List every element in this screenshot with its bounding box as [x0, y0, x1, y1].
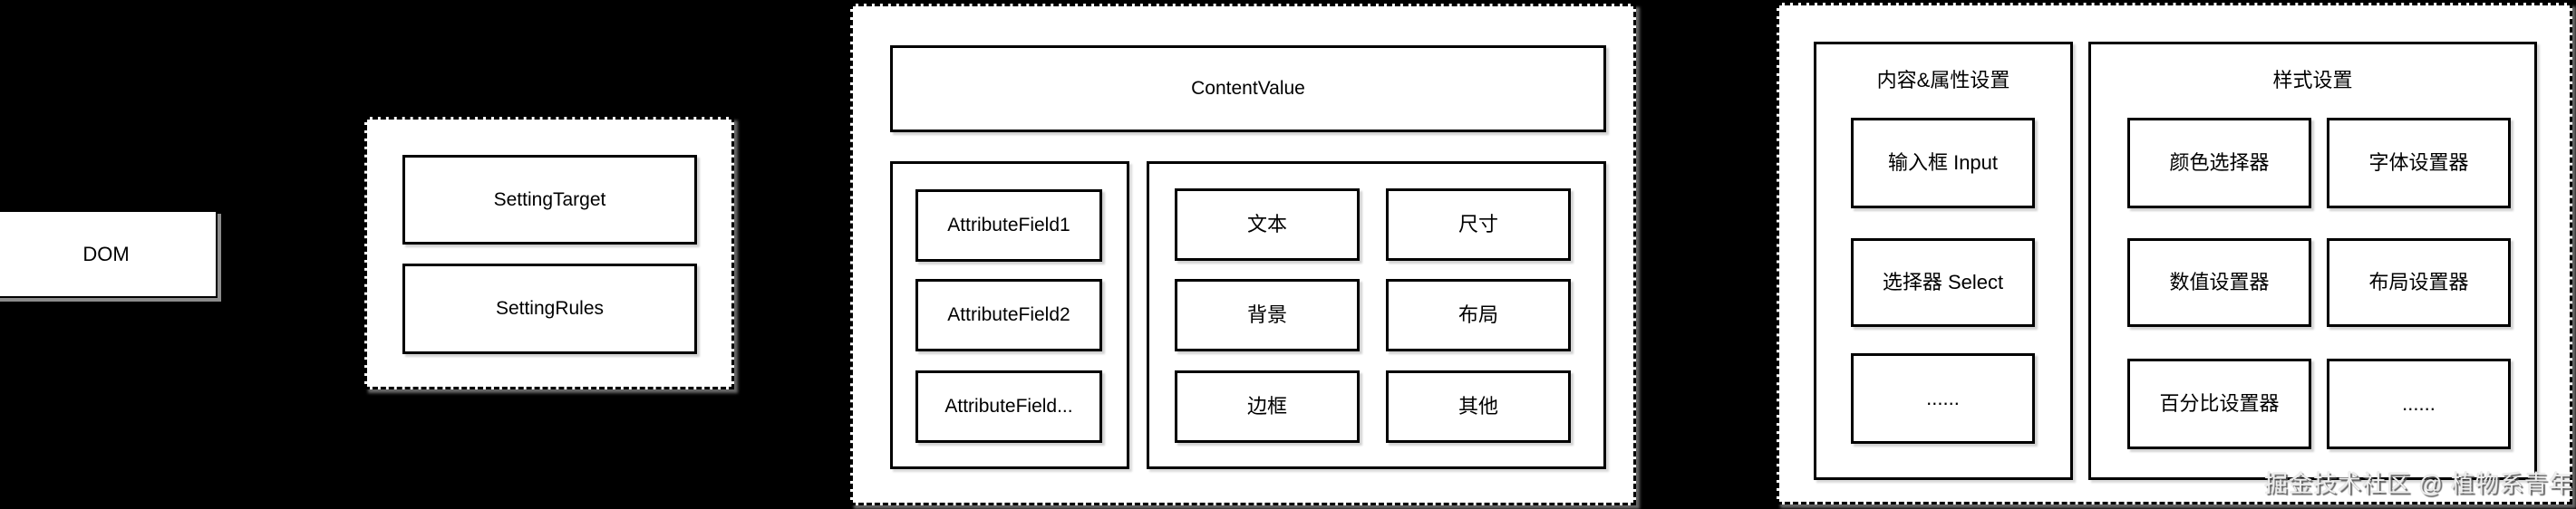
attribute-field-label: AttributeField2: [947, 304, 1070, 326]
style-section-title: 样式设置: [2272, 69, 2353, 91]
setter-label: 字体设置器: [2368, 150, 2469, 174]
content-value-group: ContentValue AttributeField1 AttributeFi…: [850, 4, 1636, 505]
setter-label: 百分比设置器: [2159, 391, 2280, 415]
category-label: 背景: [1246, 303, 1287, 326]
number-setter-box: 数值设置器: [2127, 238, 2311, 327]
font-setter-box: 字体设置器: [2327, 118, 2511, 208]
category-label: 边框: [1246, 394, 1287, 418]
setting-rules-box: SettingRules: [402, 264, 697, 354]
select-setter-box: 选择器 Select: [1851, 238, 2035, 327]
content-attr-section: 内容&属性设置 输入框 Input 选择器 Select ......: [1814, 42, 2073, 480]
setter-label: ......: [2402, 391, 2436, 415]
setter-label: 数值设置器: [2169, 270, 2270, 293]
attribute-field-box: AttributeField...: [915, 370, 1102, 443]
dom-box: DOM: [0, 210, 218, 298]
setter-label: 输入框 Input: [1887, 150, 1999, 174]
category-label: 其他: [1457, 394, 1498, 418]
category-box-layout: 布局: [1386, 279, 1571, 351]
category-box-size: 尺寸: [1386, 188, 1571, 261]
attribute-fields-frame: AttributeField1 AttributeField2 Attribut…: [890, 161, 1129, 469]
content-value-box: ContentValue: [890, 45, 1606, 132]
category-label: 布局: [1457, 303, 1498, 326]
setting-group: SettingTarget SettingRules: [364, 117, 734, 389]
setter-label: 选择器 Select: [1882, 270, 2004, 293]
setting-rules-label: SettingRules: [495, 298, 605, 320]
setter-label: 颜色选择器: [2169, 150, 2270, 174]
ellipsis-box: ......: [1851, 353, 2035, 444]
layout-setter-box: 布局设置器: [2327, 238, 2511, 327]
attribute-field-box: AttributeField2: [915, 279, 1102, 351]
setting-target-box: SettingTarget: [402, 155, 697, 245]
category-frame: 文本 尺寸 背景 布局 边框 其他: [1147, 161, 1606, 469]
setter-label: ......: [1926, 386, 1960, 409]
category-box-border: 边框: [1175, 370, 1360, 443]
style-section: 样式设置 颜色选择器 字体设置器 数值设置器 布局设置器 百分比设置器 ....…: [2088, 42, 2537, 480]
category-box-background: 背景: [1175, 279, 1360, 351]
category-box-text: 文本: [1175, 188, 1360, 261]
watermark: 掘金技术社区 @ 植物系青年: [2264, 470, 2573, 497]
content-attr-section-title: 内容&属性设置: [1876, 69, 2010, 91]
color-picker-box: 颜色选择器: [2127, 118, 2311, 208]
setter-label: 布局设置器: [2368, 270, 2469, 293]
attribute-field-label: AttributeField1: [947, 215, 1070, 236]
ellipsis-box: ......: [2327, 359, 2511, 449]
setting-target-label: SettingTarget: [493, 188, 606, 210]
category-box-other: 其他: [1386, 370, 1571, 443]
category-label: 尺寸: [1457, 212, 1498, 235]
content-value-label: ContentValue: [1191, 78, 1305, 100]
percent-setter-box: 百分比设置器: [2127, 359, 2311, 449]
input-setter-box: 输入框 Input: [1851, 118, 2035, 208]
attribute-field-label: AttributeField...: [944, 396, 1073, 418]
dom-box-label: DOM: [82, 242, 130, 265]
settings-panel-group: 内容&属性设置 输入框 Input 选择器 Select ...... 样式设置…: [1777, 3, 2572, 504]
category-label: 文本: [1246, 212, 1287, 235]
attribute-field-box: AttributeField1: [915, 189, 1102, 262]
